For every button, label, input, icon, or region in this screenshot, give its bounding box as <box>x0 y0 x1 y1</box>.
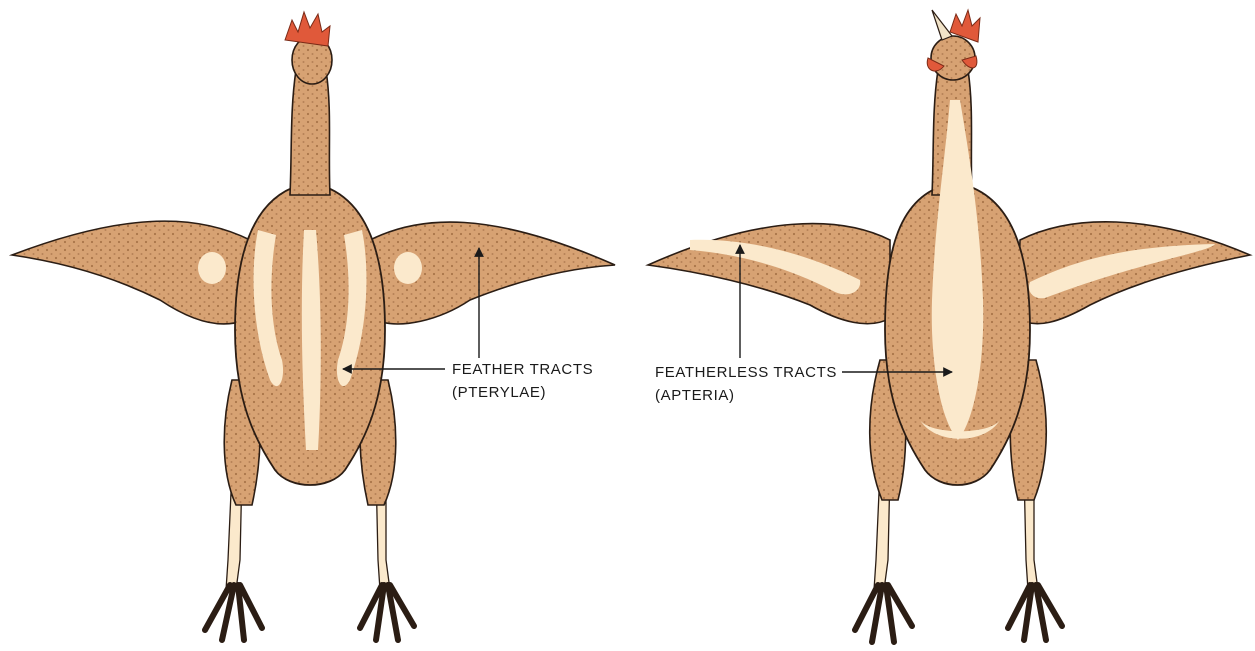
chicken-back-view <box>12 12 615 640</box>
left-chicken-comb <box>285 12 330 46</box>
left-chicken-neck <box>290 70 330 195</box>
feather-tracts-label-line1: FEATHER TRACTS <box>452 358 593 381</box>
right-chicken-beak <box>932 10 952 40</box>
feather-tracts-label-line2: (PTERYLAE) <box>452 381 593 404</box>
featherless-tracts-label-line2: (APTERIA) <box>655 384 837 407</box>
right-chicken-left-wing <box>648 224 890 324</box>
featherless-tracts-label-line1: FEATHERLESS TRACTS <box>655 361 837 384</box>
featherless-tracts-label: FEATHERLESS TRACTS (APTERIA) <box>655 361 837 407</box>
chicken-front-view <box>648 10 1250 642</box>
feather-tracts-label: FEATHER TRACTS (PTERYLAE) <box>452 358 593 404</box>
